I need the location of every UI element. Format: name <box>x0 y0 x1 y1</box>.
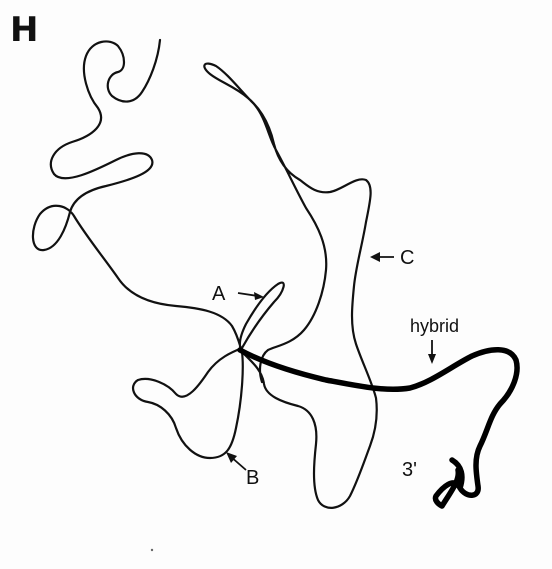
label-three-prime: 3' <box>402 459 417 481</box>
pointer-arrow-a <box>237 292 264 300</box>
label-b: B <box>246 467 259 489</box>
hybrid-strand <box>237 347 520 509</box>
panel-label: H <box>10 10 39 50</box>
label-c: C <box>400 247 414 269</box>
pointer-arrow-c <box>370 252 394 262</box>
single-strand-dna <box>31 38 378 509</box>
pointer-arrow-hybrid <box>428 340 436 364</box>
label-hybrid: hybrid <box>410 316 459 336</box>
speck <box>150 548 154 552</box>
pointer-arrow-b <box>226 452 247 471</box>
label-a: A <box>212 283 226 305</box>
